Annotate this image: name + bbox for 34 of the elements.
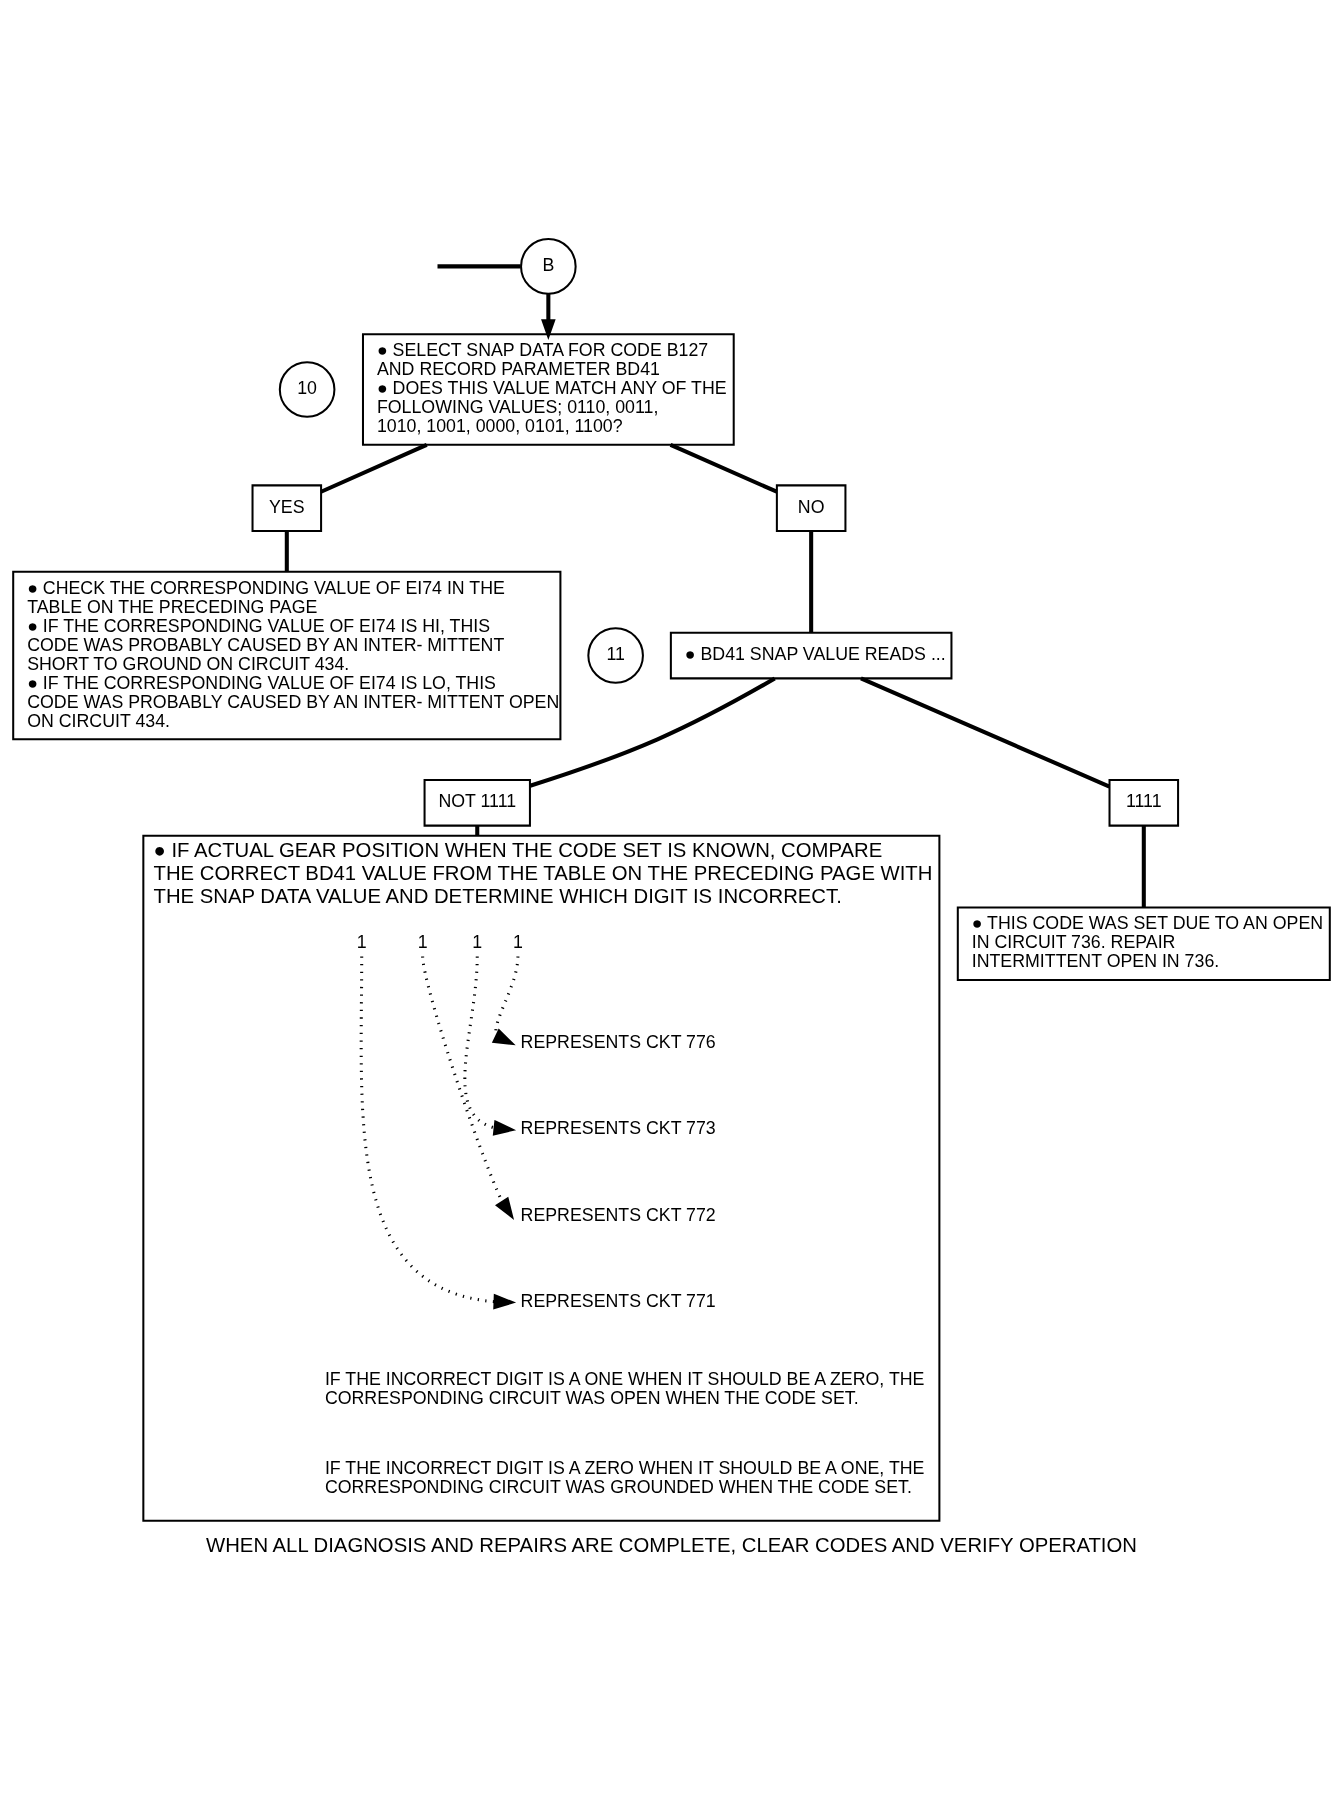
- connector: [284, 531, 289, 572]
- node-box: ● CHECK THE CORRESPONDING VALUE OF EI74 IN THE TABLE ON THE PRECEDING PAGE ● IF THE CORRESPONDING VALUE OF EI74 IS HI, THIS CODE WAS PROBABLY CAUSED BY AN INTER- MITTENT SHORT TO GROUND ON CIRCUIT 434. ● IF THE CORRESPONDING VALUE OF EI74 IS LO, THIS CODE WAS PROBABLY CAUSED BY AN INTER- MITTENT OPEN ON CIRCUIT 434.: [12, 570, 562, 740]
- node-circle: 11: [587, 626, 644, 684]
- connector: [669, 442, 778, 494]
- connector: [320, 442, 428, 494]
- arrow: [463, 955, 517, 1136]
- connector: [1141, 825, 1146, 907]
- connector: [475, 825, 480, 836]
- node-box: ● SELECT SNAP DATA FOR CODE B127 AND RECORD PARAMETER BD41 ● DOES THIS VALUE MATCH ANY OF THE FOLLOWING VALUES; 0110, 0011, 1010, 1001, 0000, 0101, 1100?: [361, 332, 735, 446]
- node-text: 1: [356, 931, 367, 952]
- arrow: [491, 955, 520, 1045]
- node-text: 1: [417, 931, 428, 952]
- arrow: [541, 293, 556, 340]
- node-box: YES: [251, 483, 323, 532]
- node-box: ● THIS CODE WAS SET DUE TO AN OPEN IN CIRCUIT 736. REPAIR INTERMITTENT OPEN IN 736.: [956, 906, 1331, 981]
- node-text: REPRESENTS CKT 772: [520, 1204, 716, 1225]
- node-circle: 10: [278, 360, 336, 418]
- node-text: 1: [512, 931, 523, 952]
- connector: [529, 676, 776, 788]
- arrow: [421, 955, 515, 1220]
- connector: [860, 676, 1111, 788]
- node-text: REPRESENTS CKT 776: [520, 1031, 716, 1052]
- node-text: REPRESENTS CKT 771: [520, 1290, 716, 1311]
- node-text: 1: [472, 931, 483, 952]
- node-circle: B: [520, 237, 577, 295]
- arrow: [359, 955, 517, 1310]
- node-box: NOT 1111: [423, 778, 531, 827]
- node-box: ● BD41 SNAP VALUE READS ...: [669, 631, 953, 679]
- node-box: 1111: [1108, 778, 1180, 827]
- node-box: NO: [775, 483, 847, 532]
- connector: [437, 263, 521, 268]
- node-text: REPRESENTS CKT 773: [520, 1117, 716, 1138]
- connector: [809, 531, 814, 633]
- caption: WHEN ALL DIAGNOSIS AND REPAIRS ARE COMPLETE, CLEAR CODES AND VERIFY OPERATION: [206, 1533, 1137, 1556]
